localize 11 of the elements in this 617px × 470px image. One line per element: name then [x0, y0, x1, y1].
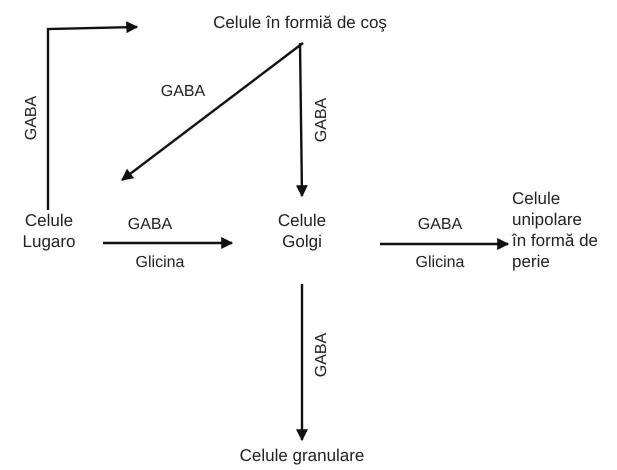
arrow — [103, 237, 234, 249]
cell-name: Celule în formiă de coş — [212, 12, 388, 33]
arrow — [121, 42, 304, 181]
cell-name: Celule Lugaro — [22, 210, 76, 252]
arrow — [296, 42, 308, 198]
arrow — [46, 21, 138, 210]
arrow — [380, 238, 510, 250]
arrow — [296, 284, 308, 442]
cell-name: Celule Golgi — [276, 210, 328, 252]
cell-name: Celule granulare — [238, 445, 366, 466]
cell-name: Celule unipolare în formă de perie — [512, 188, 599, 272]
